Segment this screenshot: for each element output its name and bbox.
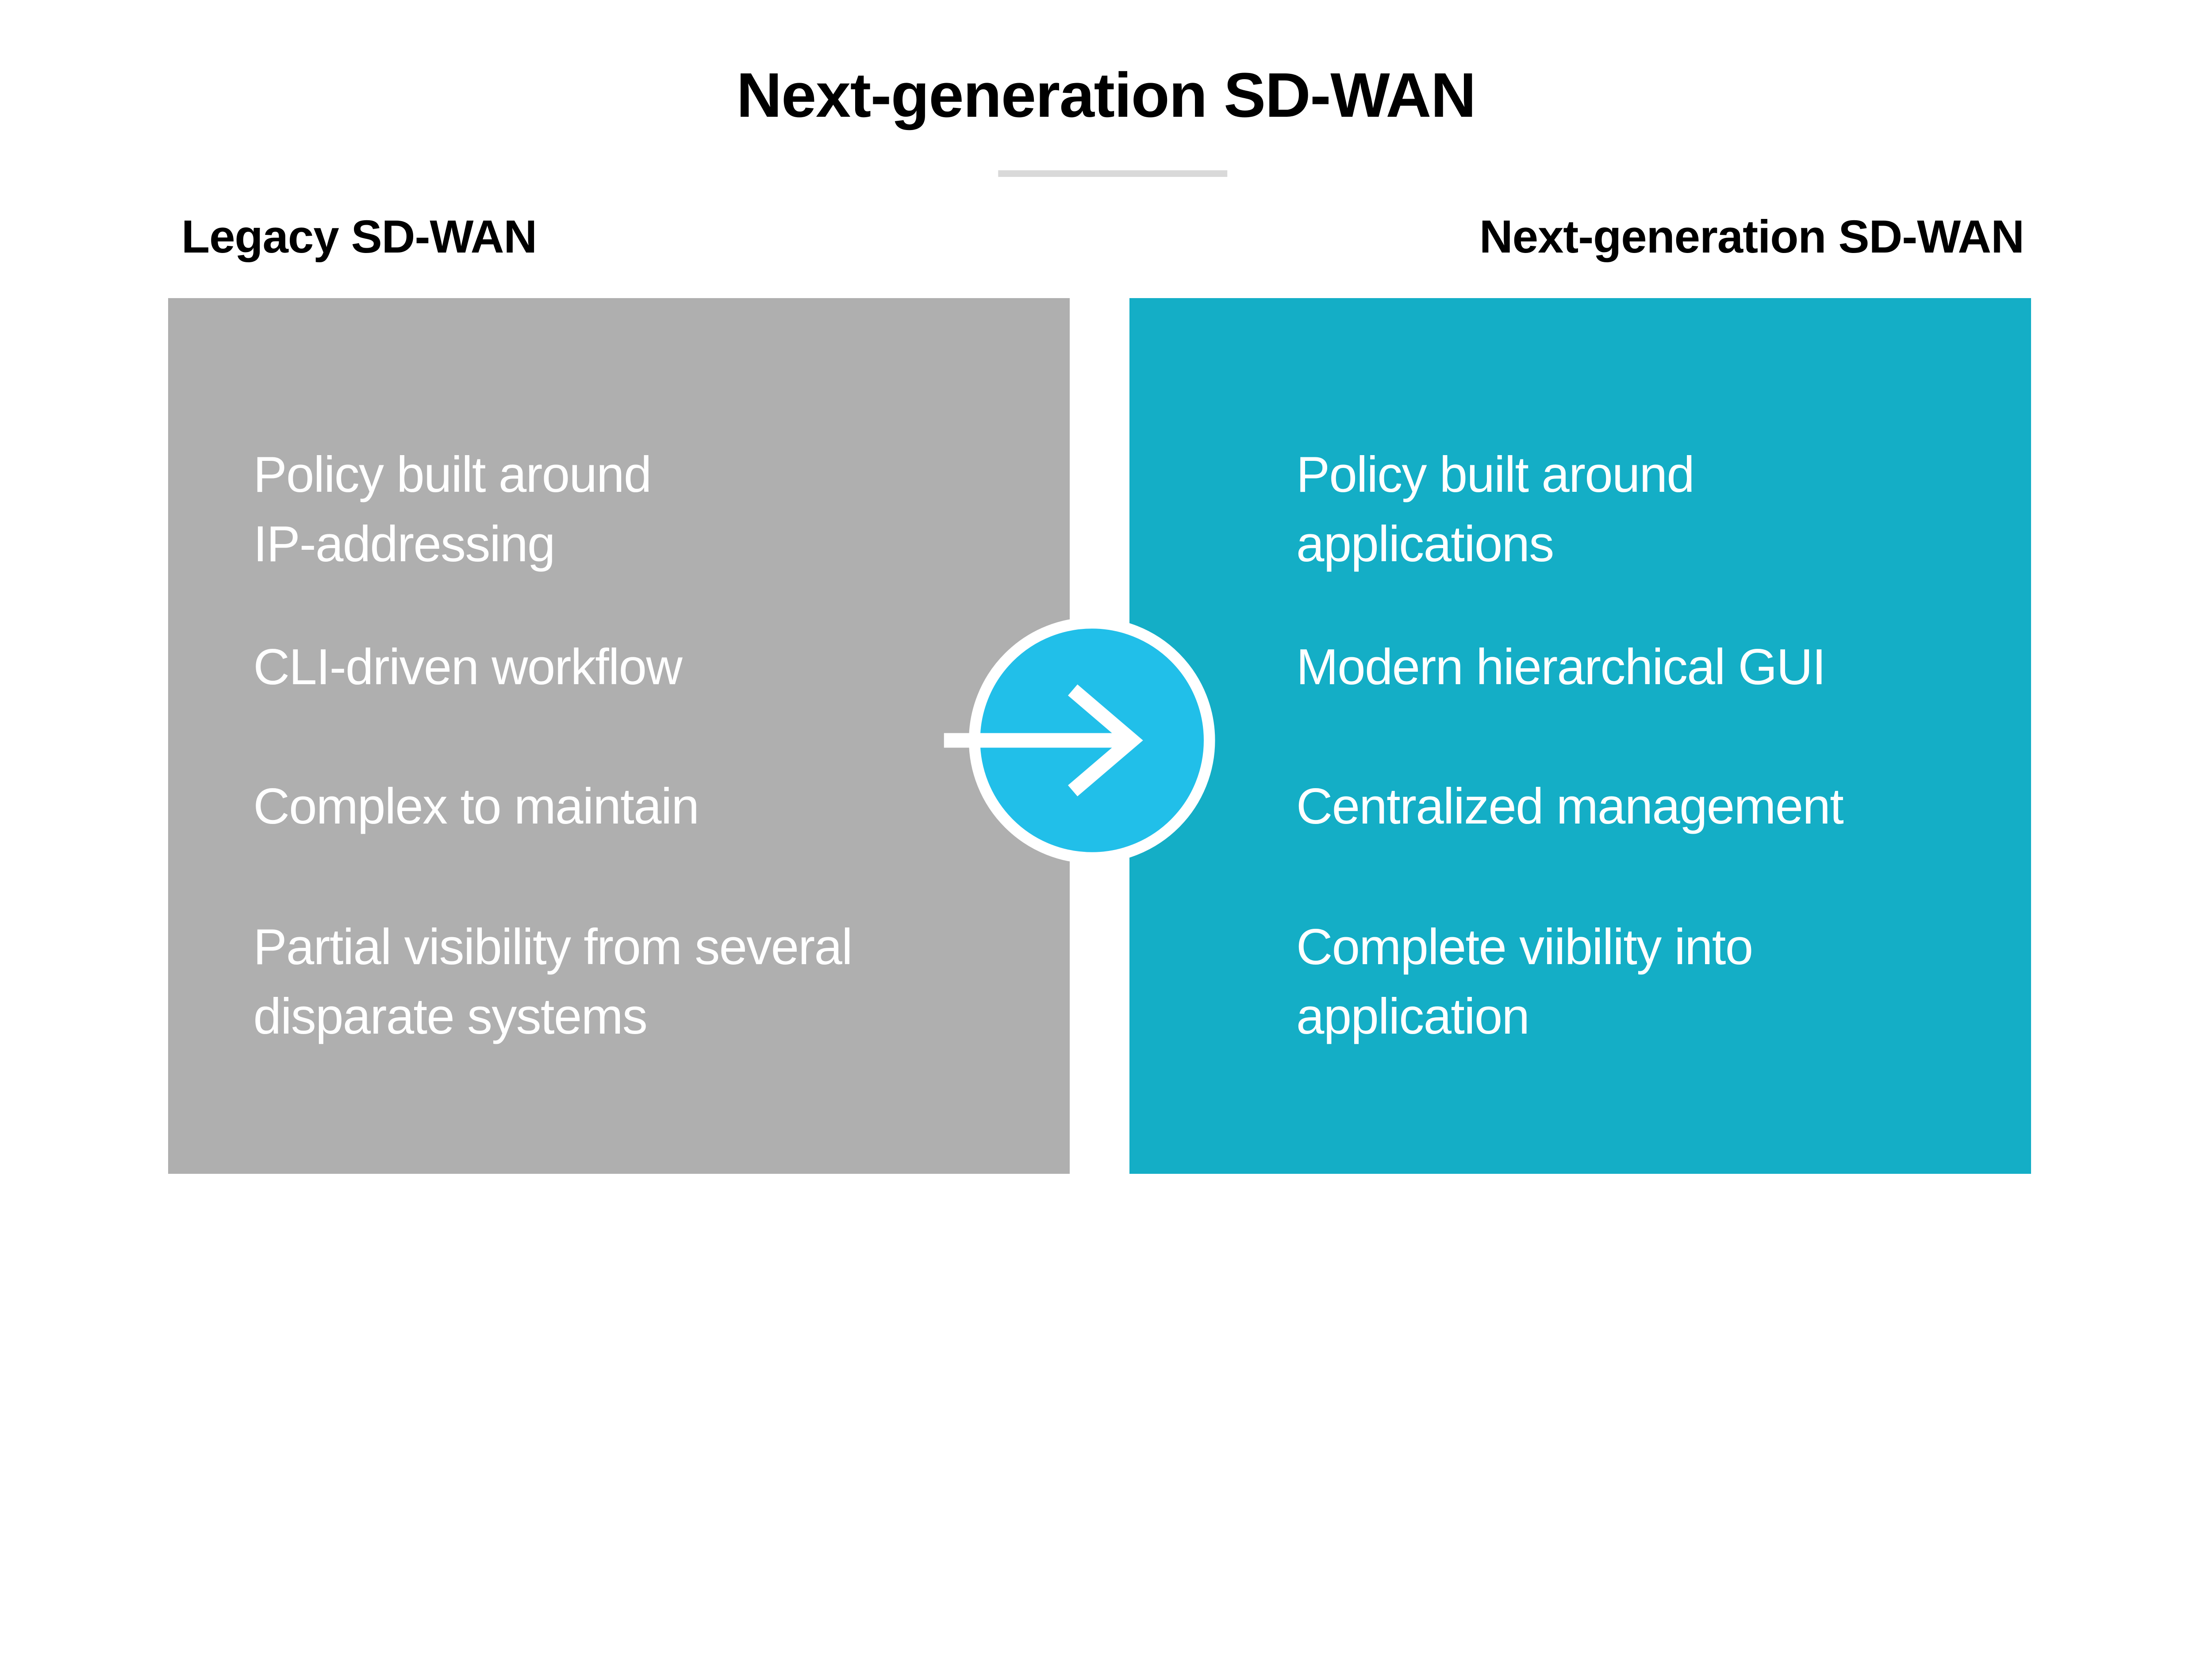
legacy-panel: [168, 298, 1070, 1174]
nextgen-item: Centralized management: [1296, 778, 1844, 835]
legacy-item: Policy built around IP-addressing: [253, 447, 652, 573]
nextgen-panel: [1129, 298, 2031, 1174]
legacy-item: Complex to maintain: [253, 778, 699, 835]
nextgen-item: Modern hierarchical GUI: [1296, 639, 1826, 695]
nextgen-column-header: Next-generation SD-WAN: [1479, 211, 2024, 263]
page-title: Next-generation SD-WAN: [736, 60, 1476, 130]
legacy-column-header: Legacy SD-WAN: [181, 211, 537, 263]
title-underline: [998, 170, 1227, 177]
legacy-item: CLI-driven workflow: [253, 639, 683, 695]
arrow-right-icon: [944, 684, 1143, 797]
infographic-canvas: Next-generation SD-WAN Legacy SD-WAN Nex…: [168, 60, 2031, 1174]
nextgen-item: Complete viibility into application: [1296, 919, 1753, 1045]
transition-arrow-graphic: [944, 617, 1215, 863]
legacy-item: Partial visibility from several disparat…: [253, 919, 853, 1045]
nextgen-item: Policy built around applications: [1296, 447, 1695, 573]
